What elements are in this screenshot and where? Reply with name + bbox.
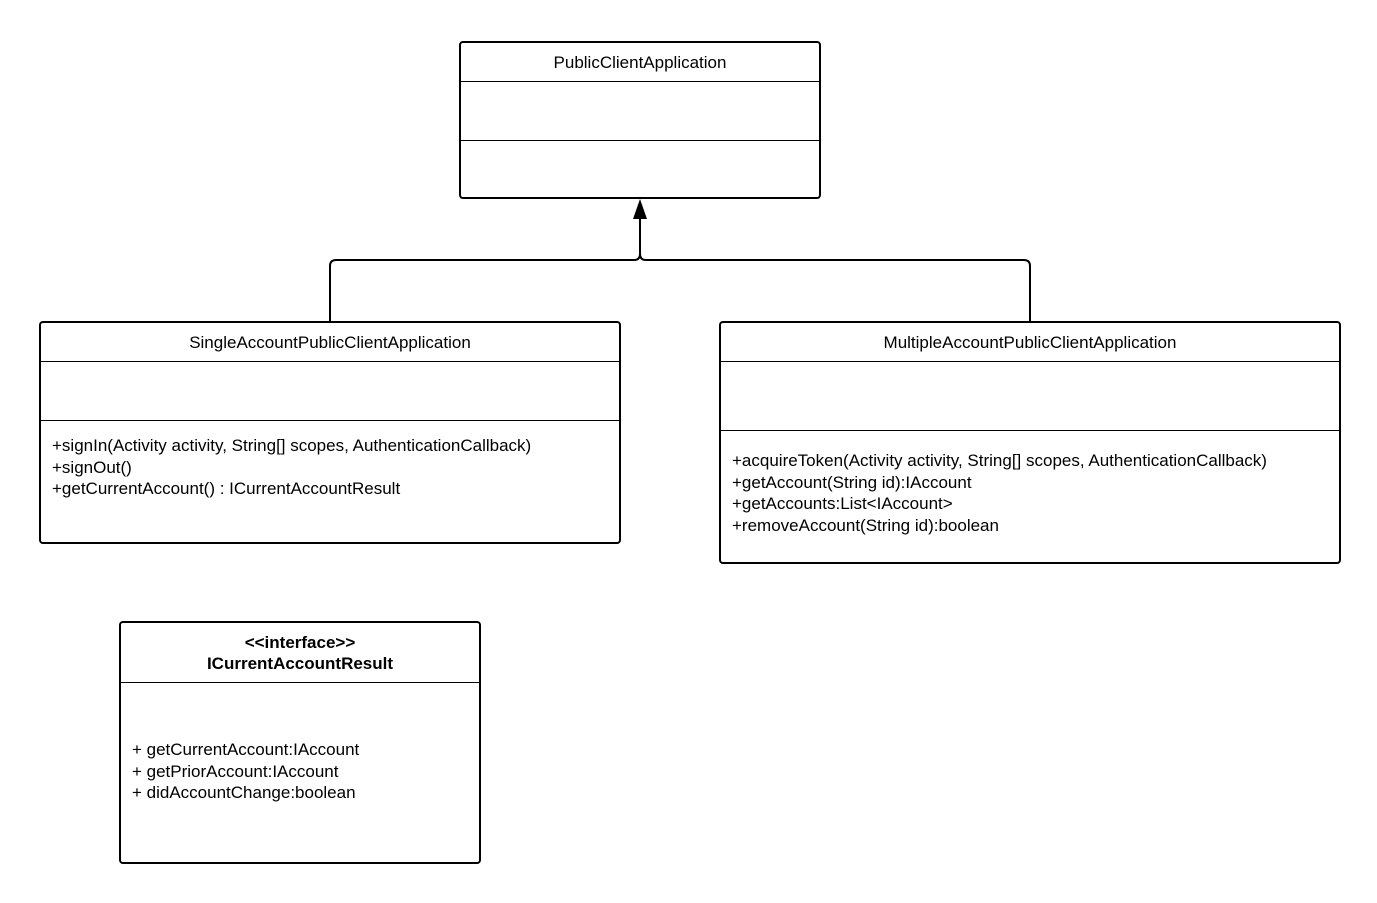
class-name-compartment: SingleAccountPublicClientApplication <box>41 323 619 361</box>
operation-get-current-account: +getCurrentAccount() : ICurrentAccountRe… <box>52 479 401 498</box>
operation-acquire-token: +acquireToken(Activity activity, String[… <box>732 451 1267 470</box>
operation-sign-out: +signOut() <box>52 457 132 477</box>
attributes-compartment <box>461 81 819 140</box>
class-public-client-application[interactable]: PublicClientApplication <box>459 41 821 199</box>
operations-compartment: +acquireToken(Activity activity, String[… <box>721 430 1339 562</box>
operations-compartment: + getCurrentAccount:IAccount + getPriorA… <box>121 682 479 862</box>
attributes-compartment <box>41 361 619 420</box>
operation-get-accounts: +getAccounts:List<IAccount> <box>732 494 953 513</box>
operation-get-current-account: + getCurrentAccount:IAccount <box>132 740 360 759</box>
operation-get-prior-account: + getPriorAccount:IAccount <box>132 761 339 781</box>
interface-icurrent-account-result[interactable]: <<interface>> ICurrentAccountResult + ge… <box>119 621 481 864</box>
operations-compartment: +signIn(Activity activity, String[] scop… <box>41 420 619 542</box>
multiple-account-inheritance-line <box>639 253 1031 322</box>
interface-stereotype: <<interface>> <box>244 632 356 652</box>
class-multiple-account-public-client-application[interactable]: MultipleAccountPublicClientApplication +… <box>719 321 1341 564</box>
class-name: PublicClientApplication <box>553 52 727 72</box>
class-single-account-public-client-application[interactable]: SingleAccountPublicClientApplication +si… <box>39 321 621 544</box>
operation-get-account: +getAccount(String id):IAccount <box>732 472 972 492</box>
operation-did-account-change: + didAccountChange:boolean <box>132 783 356 802</box>
generalization-arrowhead <box>633 199 647 219</box>
interface-name-compartment: <<interface>> ICurrentAccountResult <box>121 623 479 682</box>
attributes-compartment <box>721 361 1339 430</box>
single-account-inheritance-line <box>329 218 641 322</box>
operations-compartment <box>461 140 819 197</box>
class-name: MultipleAccountPublicClientApplication <box>883 332 1177 352</box>
class-name-compartment: PublicClientApplication <box>461 43 819 81</box>
operation-sign-in: +signIn(Activity activity, String[] scop… <box>52 436 532 455</box>
interface-name: ICurrentAccountResult <box>206 653 394 673</box>
class-name: SingleAccountPublicClientApplication <box>189 332 471 352</box>
class-name-compartment: MultipleAccountPublicClientApplication <box>721 323 1339 361</box>
operation-remove-account: +removeAccount(String id):boolean <box>732 515 999 535</box>
